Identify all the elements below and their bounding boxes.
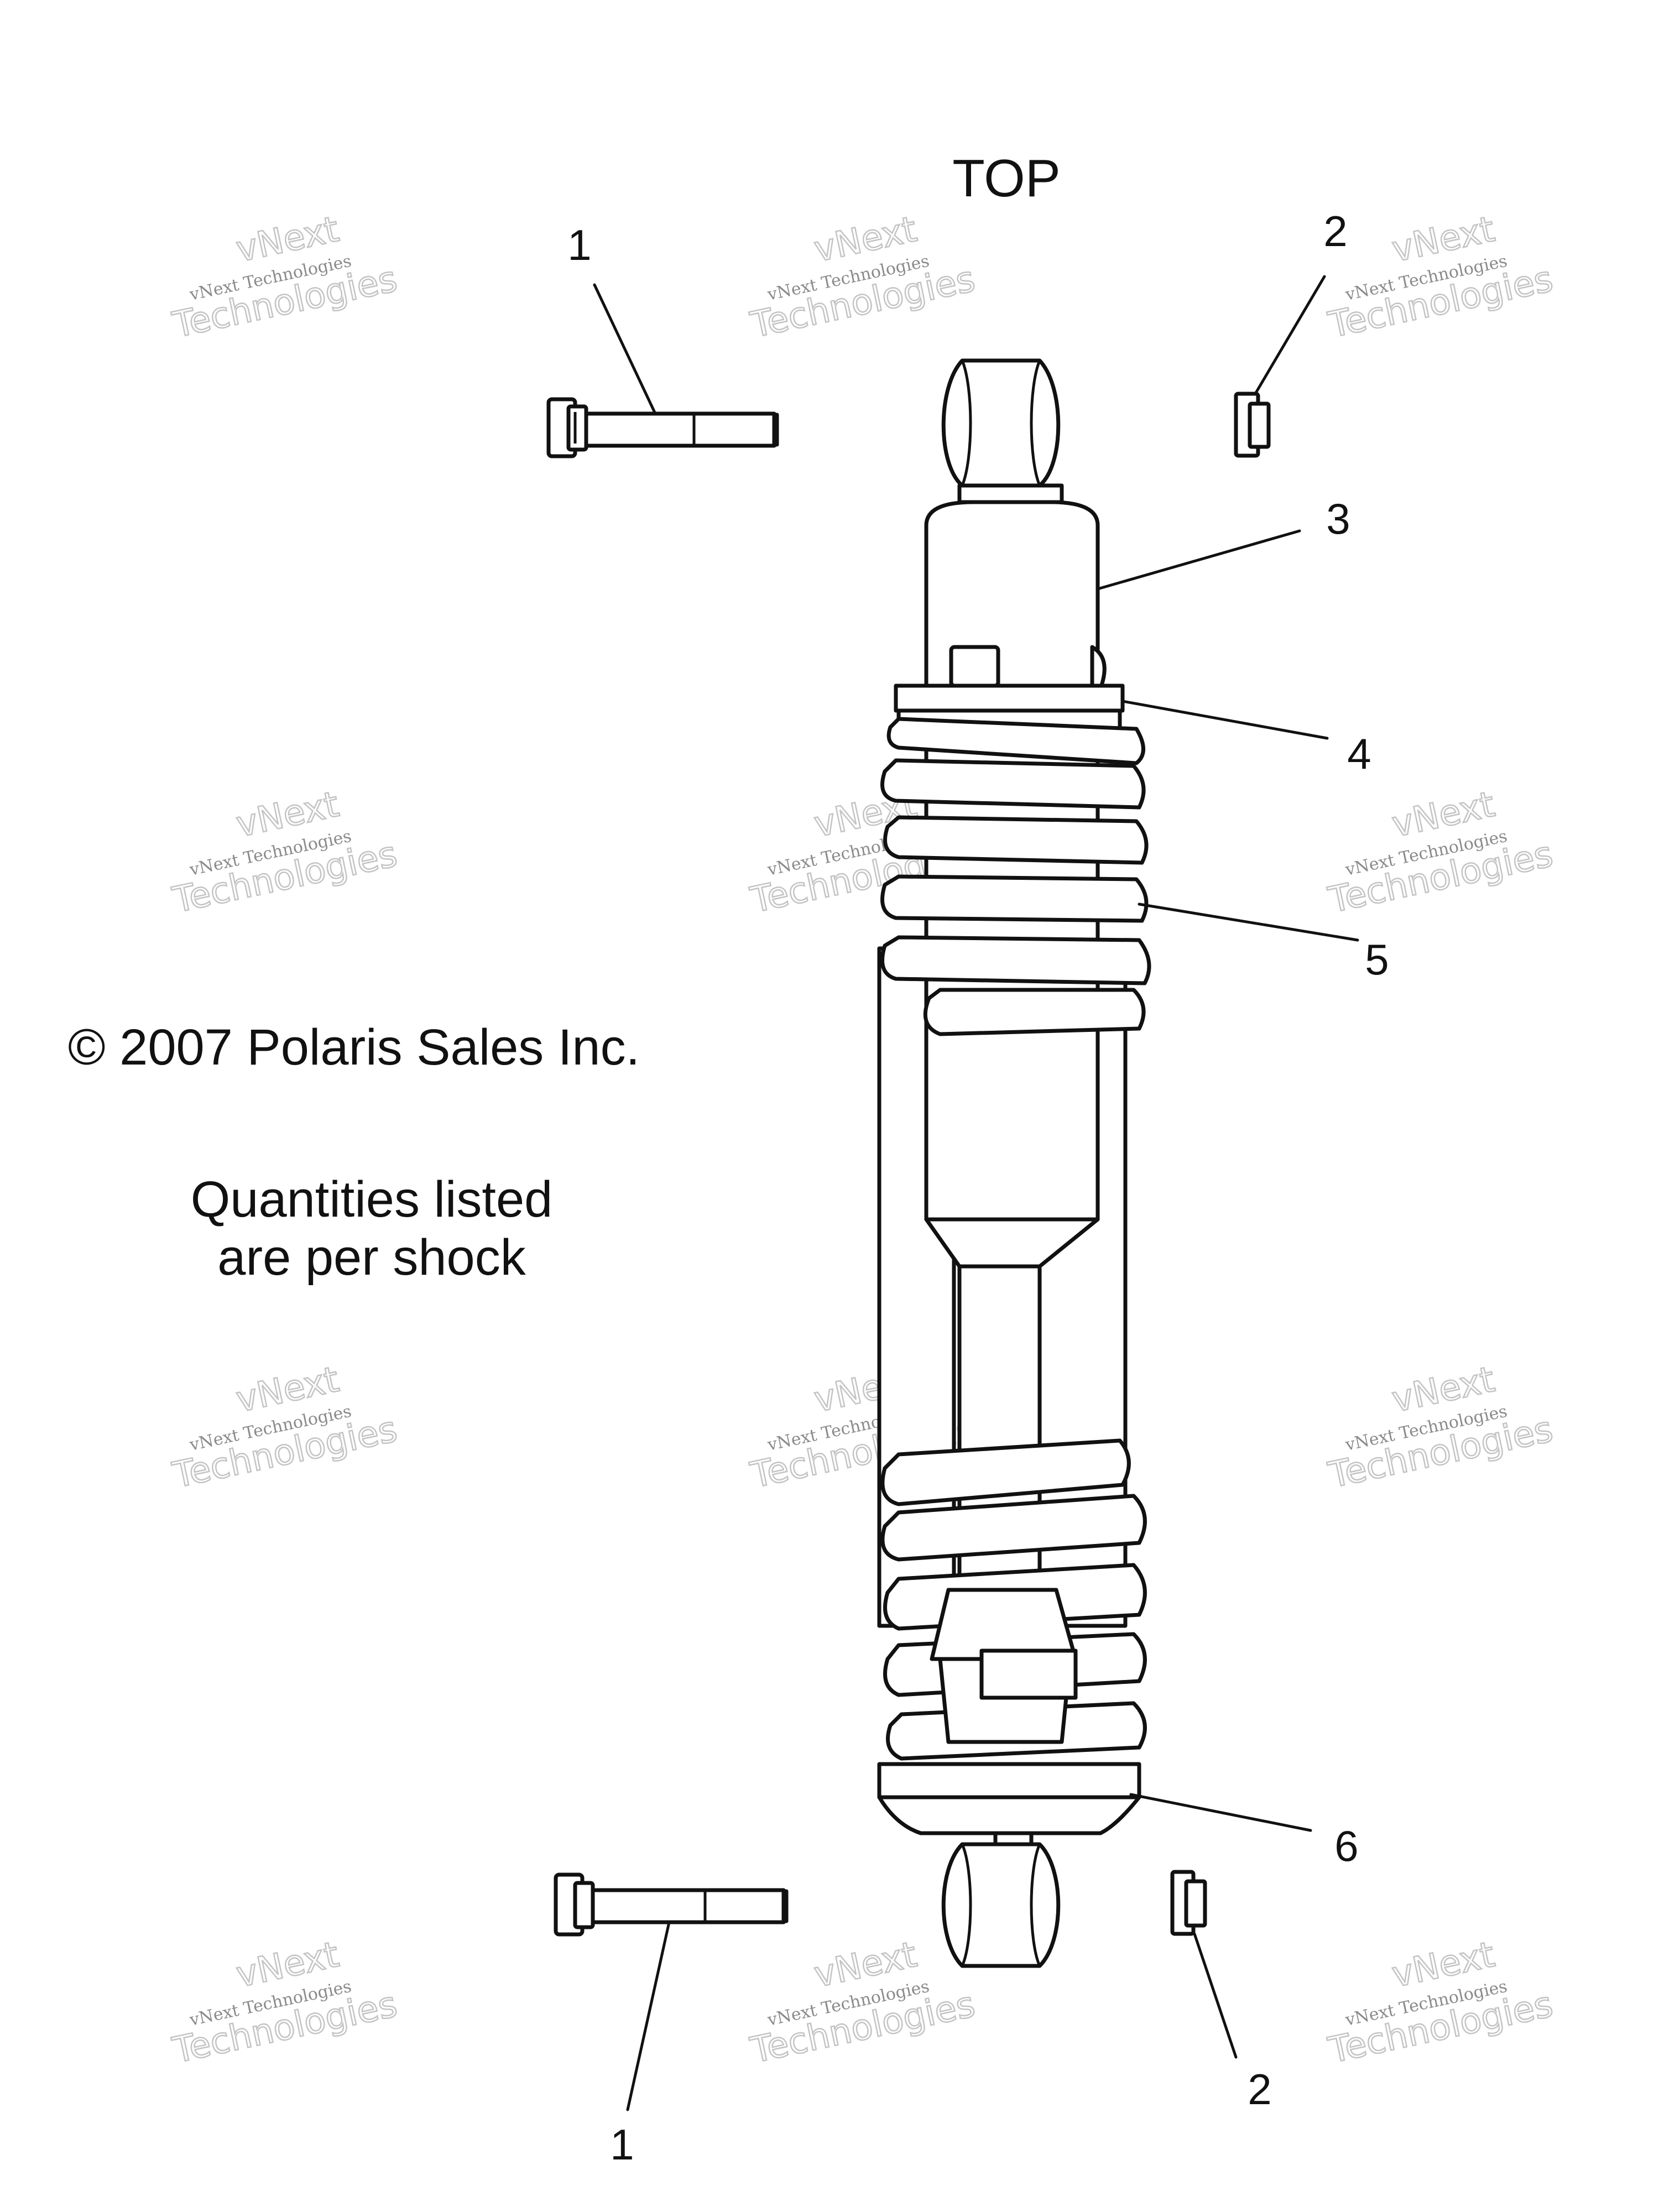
watermark: vNext vNext Technologies Technologies [1324,783,1557,922]
top-label: TOP [952,149,1061,208]
callout-1-top: 1 [567,221,591,269]
watermark: vNext vNext Technologies Technologies [169,1358,401,1497]
callout-4: 4 [1347,729,1371,778]
copyright-text: © 2007 Polaris Sales Inc. [68,1019,640,1076]
callout-leaders [593,275,1359,2111]
bolt-bottom [554,1872,789,1937]
shock-upper-body [924,500,1100,1227]
callout-2-bottom: 2 [1248,2065,1271,2114]
watermark: vNext vNext Technologies Technologies [169,783,401,922]
callout-5: 5 [1365,935,1389,984]
watermark: vNext vNext Technologies Technologies [1324,1933,1557,2072]
watermark: vNext vNext Technologies Technologies [169,1933,401,2072]
lower-spring-seat [877,1762,1141,1852]
top-cap [957,483,1064,504]
callout-2-top: 2 [1323,207,1347,255]
callout-3: 3 [1326,494,1350,543]
watermark: vNext vNext Technologies Technologies [747,208,979,347]
nut-bottom [1170,1870,1207,1936]
bottom-eye-bushing [941,1842,1061,1968]
bump-stop [930,1588,1078,1661]
quantity-note-line1: Quantities listed [191,1171,553,1228]
shock-absorber [877,358,1151,1968]
callout-6: 6 [1334,1822,1358,1870]
watermark: vNext vNext Technologies Technologies [747,1933,979,2072]
callout-1-bottom: 1 [610,2120,634,2169]
top-eye-bushing [941,358,1061,488]
watermark: vNext vNext Technologies Technologies [1324,208,1557,347]
watermark: vNext vNext Technologies Technologies [1324,1358,1557,1497]
nut-top [1234,392,1271,458]
watermark-grid: vNext vNext Technologies Technologies vN… [169,208,1557,2072]
watermark: vNext vNext Technologies Technologies [169,208,401,347]
quantity-note-line2: are per shock [217,1229,526,1286]
bolt-top [546,397,779,458]
